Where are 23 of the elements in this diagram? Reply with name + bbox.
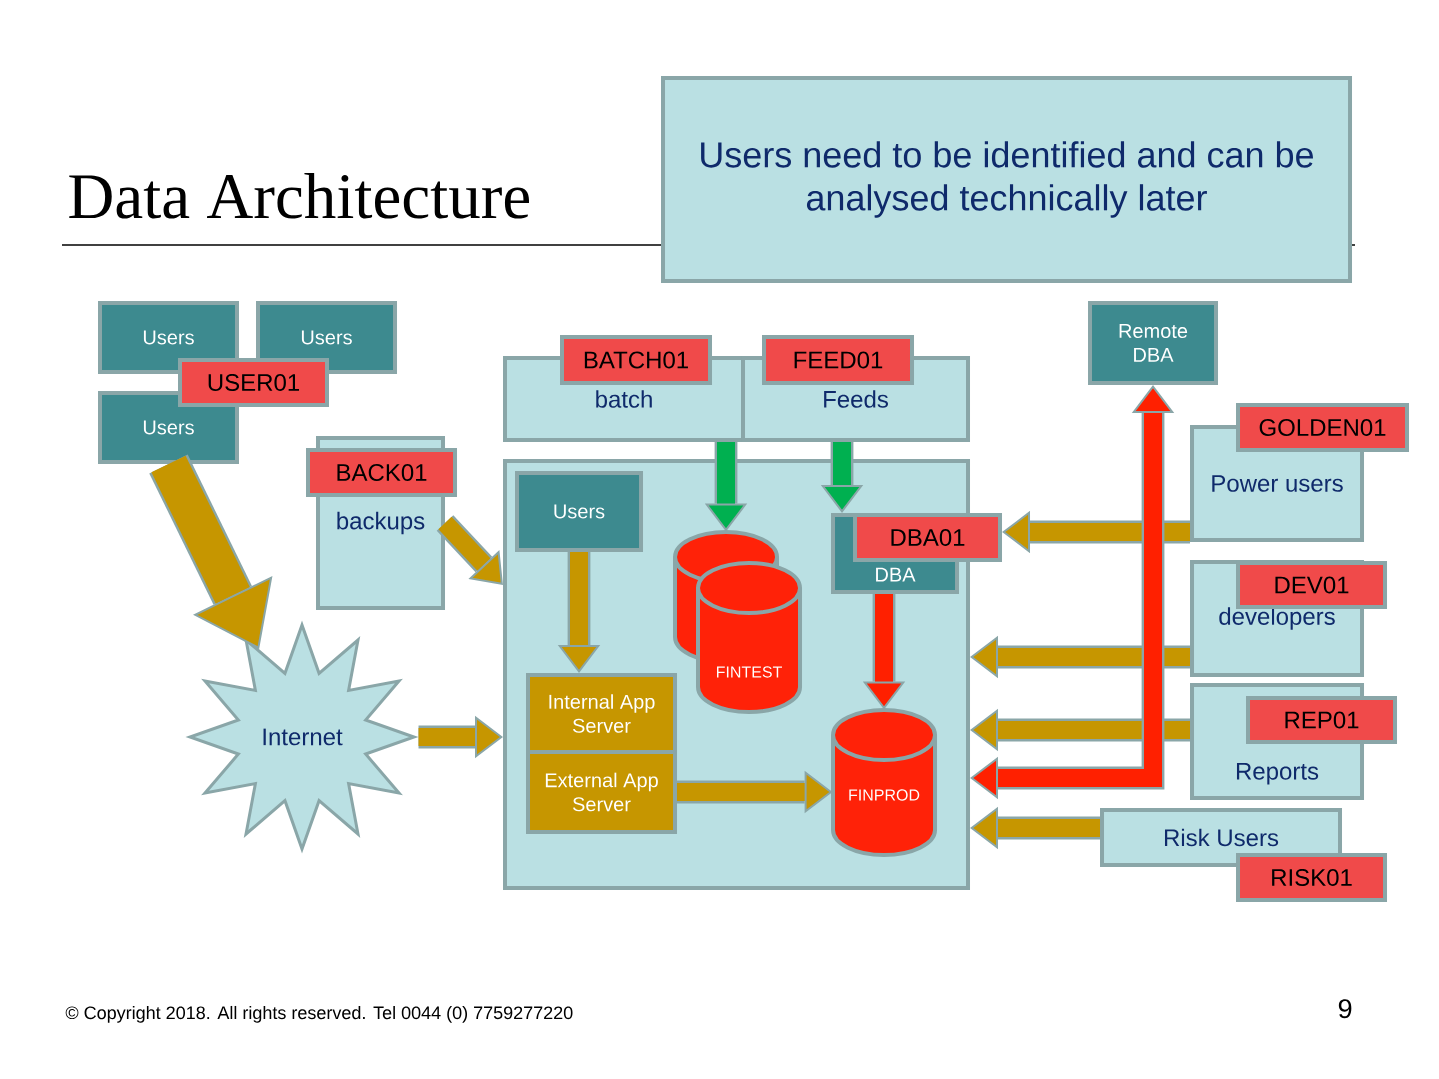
tag-label: DBA01 [853, 513, 1002, 562]
tag-label: RISK01 [1236, 853, 1387, 902]
database-cylinder: FINPROD [831, 708, 937, 857]
role-box: Users [256, 301, 397, 374]
tag-label: USER01 [178, 358, 329, 407]
callout-box: Users need to be identified and can be analysed technically later [661, 76, 1352, 283]
tag-label: GOLDEN01 [1236, 403, 1409, 452]
tag-label: DEV01 [1236, 561, 1387, 609]
role-box: Users [515, 471, 643, 552]
title: Data Architecture [69, 172, 529, 219]
tag-label: REP01 [1246, 696, 1397, 744]
footer-text: © Copyright 2018. All rights reserved. Tel 0044 (0) 7759277220 [65, 1005, 573, 1023]
tag-label: BATCH01 [560, 335, 712, 385]
tag-label: BACK01 [306, 448, 457, 497]
tag-label: FEED01 [762, 335, 914, 385]
database-cylinder: FINTEST [696, 561, 802, 714]
page-number: 9 [1338, 999, 1352, 1019]
server-box: External App Server [526, 750, 677, 834]
role-box: Users [98, 391, 239, 464]
role-box: Users [98, 301, 239, 374]
group-box: Risk Users [1100, 808, 1342, 867]
role-box: Remote DBA [1088, 301, 1218, 385]
block-arrow [436, 515, 503, 585]
